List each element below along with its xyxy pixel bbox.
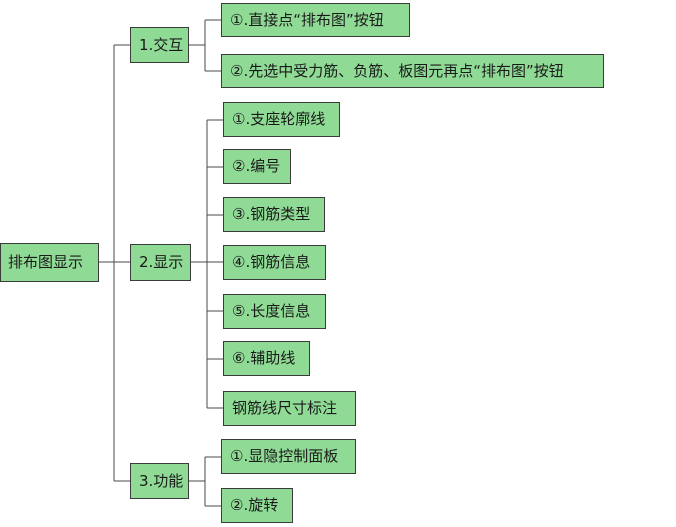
branch-interaction[interactable]: 1.交互 [130, 27, 189, 63]
leaf-display-6[interactable]: ⑥.辅助线 [223, 341, 310, 376]
leaf-interaction-1[interactable]: ①.直接点“排布图”按钮 [221, 3, 410, 37]
leaf-display-5[interactable]: ⑤.长度信息 [223, 294, 326, 329]
leaf-display-3[interactable]: ③.钢筋类型 [223, 197, 325, 232]
leaf-function-1[interactable]: ①.显隐控制面板 [221, 439, 356, 474]
leaf-display-1[interactable]: ①.支座轮廓线 [223, 102, 340, 137]
branch-display[interactable]: 2.显示 [130, 244, 191, 281]
leaf-display-2[interactable]: ②.编号 [223, 149, 291, 184]
leaf-display-4[interactable]: ④.钢筋信息 [223, 245, 326, 280]
leaf-function-2[interactable]: ②.旋转 [221, 488, 293, 523]
leaf-interaction-2[interactable]: ②.先选中受力筋、负筋、板图元再点“排布图”按钮 [221, 54, 604, 88]
root-node[interactable]: 排布图显示 [0, 243, 99, 282]
leaf-display-7[interactable]: 钢筋线尺寸标注 [223, 391, 356, 426]
branch-function[interactable]: 3.功能 [130, 463, 189, 499]
